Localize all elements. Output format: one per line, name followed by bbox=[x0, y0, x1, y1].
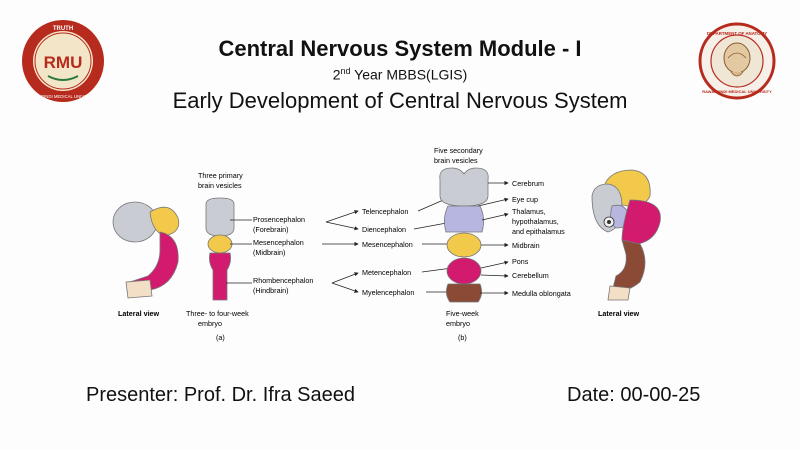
midbrain-a-label: (Midbrain) bbox=[253, 248, 285, 257]
eye-cup-label: Eye cup bbox=[512, 195, 538, 204]
label-a: (a) bbox=[216, 333, 225, 342]
rhombencephalon-label: Rhombencephalon bbox=[253, 276, 313, 285]
thalamus-label-line1: Thalamus, bbox=[512, 207, 546, 216]
hindbrain-label: (Hindbrain) bbox=[253, 286, 289, 295]
logo-top-text: TRUTH bbox=[53, 26, 73, 32]
thalamus-label-line2: hypothalamus, bbox=[512, 217, 559, 226]
pons-label: Pons bbox=[512, 257, 529, 266]
anatomy-logo-top-text: DEPARTMENT OF ANATOMY bbox=[707, 31, 767, 36]
lateral-view-right-label: Lateral view bbox=[598, 309, 640, 318]
primary-header-line1: Three primary bbox=[198, 171, 243, 180]
thalamus-label-line3: and epithalamus bbox=[512, 227, 565, 236]
date-text: Date: 00-00-25 bbox=[567, 384, 701, 406]
lateral-view-left-drawing bbox=[112, 201, 180, 299]
secondary-header-line2: brain vesicles bbox=[434, 156, 478, 165]
presenter-text: Presenter: Prof. Dr. Ifra Saeed bbox=[86, 384, 356, 406]
telencephalon-label: Telencephalon bbox=[362, 207, 408, 216]
cerebellum-label: Cerebellum bbox=[512, 271, 549, 280]
secondary-vesicles-tube bbox=[439, 167, 489, 303]
cerebrum-label: Cerebrum bbox=[512, 179, 544, 188]
logo-ring-text: RAWALPINDI MEDICAL UNIVERSITY bbox=[26, 94, 100, 99]
secondary-header-line1: Five secondary bbox=[434, 146, 483, 155]
anatomy-department-logo: DEPARTMENT OF ANATOMY RAWALPINDI MEDICAL… bbox=[698, 22, 776, 100]
medulla-label: Medulla oblongata bbox=[512, 289, 571, 298]
mesencephalon-a-label: Mesencephalon bbox=[253, 238, 304, 247]
slide-heading: Early Development of Central Nervous Sys… bbox=[172, 88, 628, 113]
midbrain-b-label: Midbrain bbox=[512, 241, 540, 250]
caption-b-line1: Five-week bbox=[446, 309, 479, 318]
rmu-logo: TRUTH RAWALPINDI MEDICAL UNIVERSITY RMU bbox=[22, 20, 104, 102]
primary-header-line2: brain vesicles bbox=[198, 181, 242, 190]
metencephalon-label: Metencephalon bbox=[362, 268, 411, 277]
caption-a-line2: embryo bbox=[198, 319, 222, 328]
primary-vesicles-tube bbox=[205, 197, 235, 301]
label-b: (b) bbox=[458, 333, 467, 342]
myelencephalon-label: Myelencephalon bbox=[362, 288, 414, 297]
caption-b-line2: embryo bbox=[446, 319, 470, 328]
diencephalon-label: Diencephalon bbox=[362, 225, 406, 234]
forebrain-label: (Forebrain) bbox=[253, 225, 289, 234]
brain-vesicles-figure: Lateral view Three primary brain vesicle… bbox=[112, 146, 661, 342]
lateral-view-left-label: Lateral view bbox=[118, 309, 160, 318]
slide-title: Central Nervous System Module - I bbox=[218, 36, 582, 61]
prosencephalon-label: Prosencephalon bbox=[253, 215, 305, 224]
mesencephalon-b-label: Mesencephalon bbox=[362, 240, 413, 249]
lateral-view-right-drawing bbox=[591, 169, 661, 301]
logo-center-text: RMU bbox=[44, 53, 83, 72]
slide-subtitle: 2nd Year MBBS(LGIS) bbox=[332, 66, 468, 83]
anatomy-logo-bottom-text: RAWALPINDI MEDICAL UNIVERSITY bbox=[702, 89, 772, 94]
caption-a-line1: Three- to four-week bbox=[186, 309, 249, 318]
